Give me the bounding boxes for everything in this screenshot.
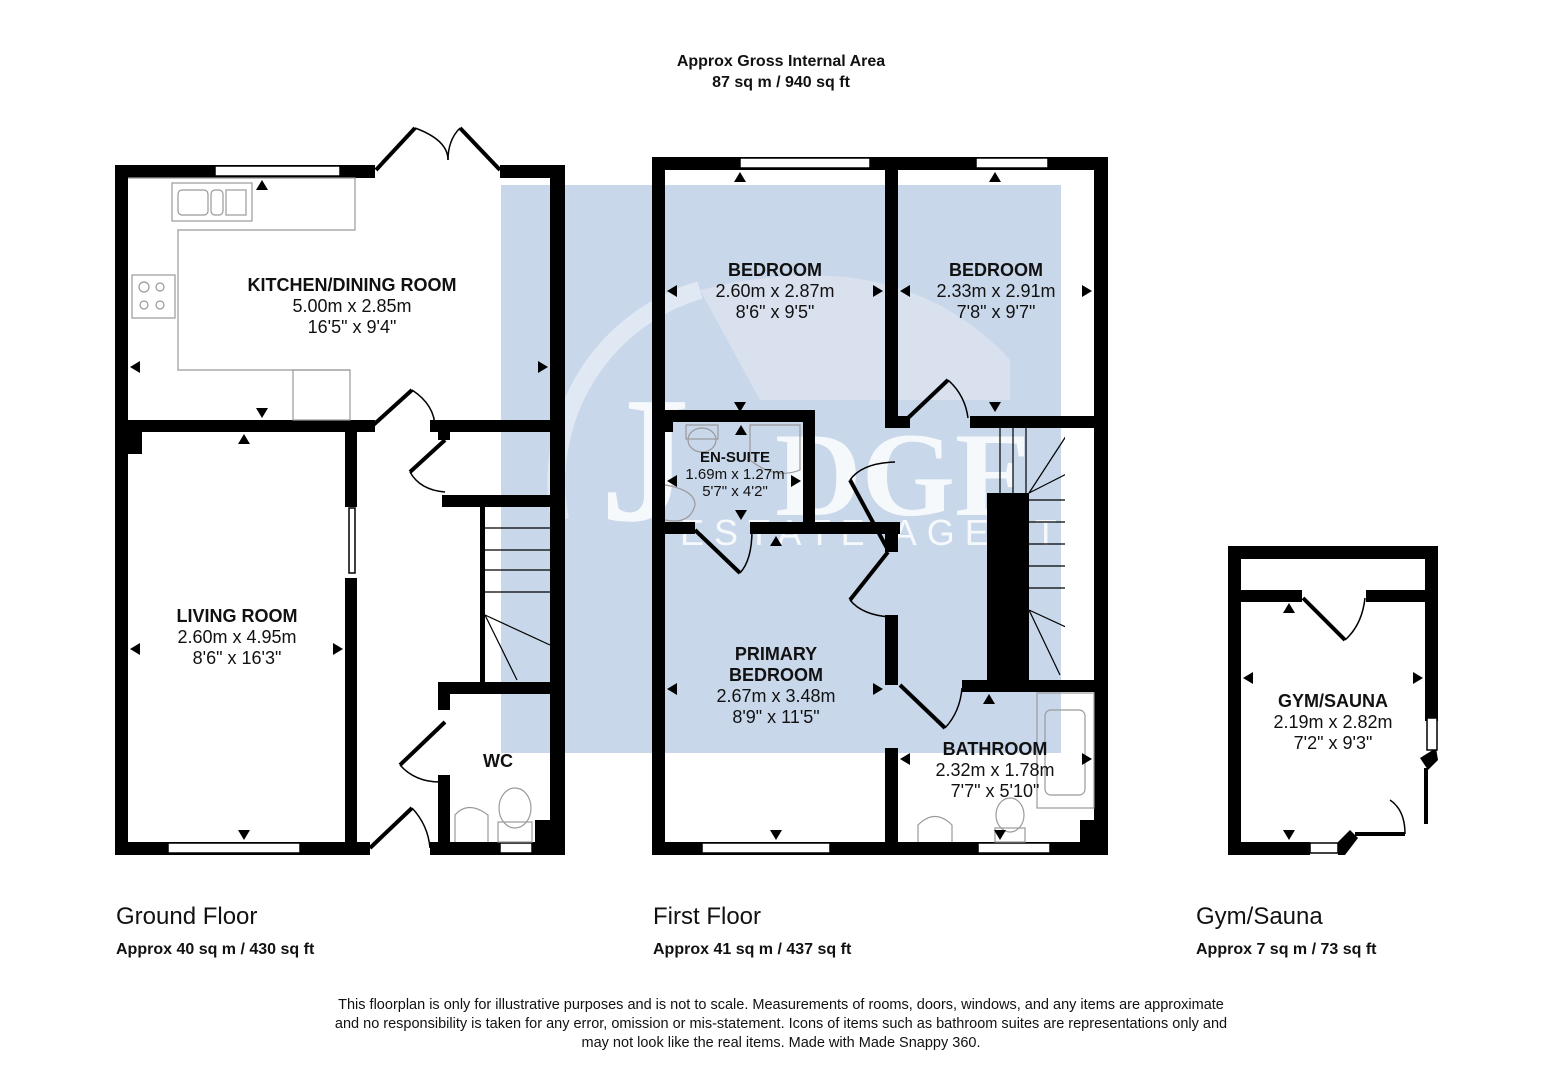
gym-sauna-title: Gym/Sauna [1196,903,1323,930]
room-name: LIVING ROOM [176,606,298,626]
room-metric: 2.60m x 4.95m [177,627,297,647]
gross-area-value: 87 sq m / 940 sq ft [712,74,850,91]
room-label-bedroom-1: BEDROOM 2.60m x 2.87m 8'6" x 9'5" [715,260,834,323]
first-floor-windows [701,157,1051,854]
gym-sauna-arrows [1243,603,1423,840]
bathroom-fixtures [664,424,1095,843]
room-label-bedroom-2: BEDROOM 2.33m x 2.91m 7'8" x 9'7" [936,260,1055,323]
room-name: GYM/SAUNA [1277,691,1388,711]
room-name: BEDROOM [728,260,822,280]
kitchen-fixtures [128,177,356,421]
room-metric: 1.69m x 1.27m [685,466,785,483]
room-label-wc: WC [483,751,513,772]
ground-floor-area: Approx 40 sq m / 430 sq ft [116,941,315,958]
gross-area-title: Approx Gross Internal Area [676,53,886,70]
room-name: KITCHEN/DINING ROOM [247,275,457,295]
gym-sauna-plan [1228,546,1438,855]
room-label-gym-sauna: GYM/SAUNA 2.19m x 2.82m 7'2" x 9'3" [1273,691,1392,754]
ground-floor-doors [368,126,502,850]
room-imperial: 7'7" x 5'10" [950,781,1040,801]
room-metric: 2.33m x 2.91m [936,281,1056,301]
room-name: BATHROOM [942,739,1048,759]
room-metric: 5.00m x 2.85m [292,296,412,316]
ground-floor-plan [115,165,565,855]
room-name-line2: BEDROOM [729,665,823,685]
first-floor-area: Approx 41 sq m / 437 sq ft [653,941,852,958]
room-imperial: 8'6" x 16'3" [192,648,282,668]
disclaimer-line-2: and no responsibility is taken for any e… [334,1016,1228,1032]
wc-fixtures [454,787,533,843]
disclaimer-line-1: This floorplan is only for illustrative … [338,997,1224,1013]
ground-floor-windows [167,165,533,854]
room-label-en-suite: EN-SUITE 1.69m x 1.27m 5'7" x 4'2" [685,449,784,500]
room-name: WC [483,751,513,771]
room-metric: 2.19m x 2.82m [1273,712,1393,732]
room-imperial: 7'8" x 9'7" [956,302,1036,322]
room-label-kitchen-dining: KITCHEN/DINING ROOM 5.00m x 2.85m 16'5" … [248,275,457,338]
ground-floor-arrows [130,180,548,840]
room-imperial: 16'5" x 9'4" [307,317,397,337]
watermark-logo: J DGE ESTATE AGENTS [501,185,1091,753]
gym-sauna-area: Approx 7 sq m / 73 sq ft [1196,941,1377,958]
room-imperial: 8'9" x 11'5" [732,707,820,727]
ground-floor-title: Ground Floor [116,903,258,930]
disclaimer-line-3: may not look like the real items. Made w… [581,1035,981,1051]
room-imperial: 7'2" x 9'3" [1293,733,1373,753]
room-label-bathroom: BATHROOM 2.32m x 1.78m 7'7" x 5'10" [935,739,1054,802]
gym-sauna-windows [1309,717,1438,854]
room-label-primary-bedroom: PRIMARY BEDROOM 2.67m x 3.48m 8'9" x 11'… [716,644,835,728]
room-name: PRIMARY [734,644,818,664]
room-name: EN-SUITE [699,449,770,466]
room-metric: 2.60m x 2.87m [715,281,835,301]
first-floor-doors [693,378,969,730]
first-floor-arrows [667,172,1092,840]
room-imperial: 8'6" x 9'5" [735,302,815,322]
room-metric: 2.67m x 3.48m [716,686,836,706]
room-name: BEDROOM [949,260,1043,280]
room-label-living-room: LIVING ROOM 2.60m x 4.95m 8'6" x 16'3" [177,606,298,669]
gym-sauna-doors [1301,596,1406,835]
first-floor-title: First Floor [653,903,761,930]
ground-floor-stairs [484,527,551,681]
first-floor-plan [652,157,1108,855]
disclaimer: This floorplan is only for illustrative … [270,996,1292,1053]
room-imperial: 5'7" x 4'2" [702,483,768,500]
room-metric: 2.32m x 1.78m [935,760,1055,780]
first-floor-stairs [999,428,1095,680]
